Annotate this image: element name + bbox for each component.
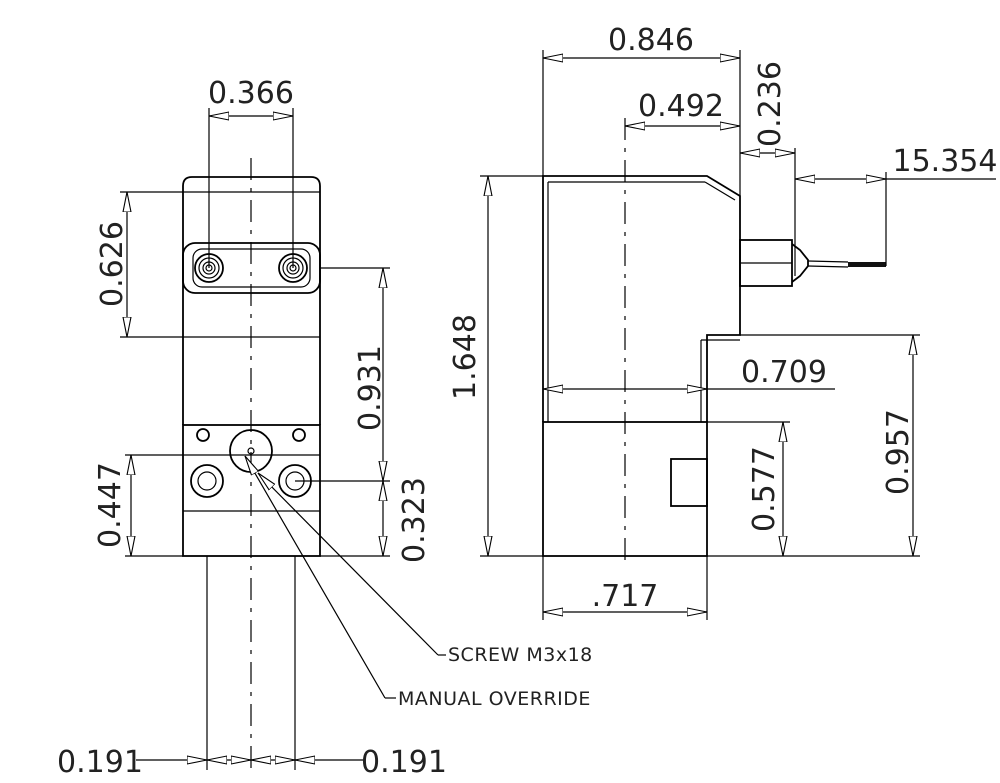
dim-side-fitting-width: 0.236 — [753, 61, 788, 147]
cable-strip — [848, 262, 886, 267]
dim-front-bottom-height: 0.447 — [93, 462, 128, 548]
callout-screw: SCREW M3x18 — [448, 644, 593, 666]
dim-side-wire-length: 15.354 — [893, 144, 998, 179]
dim-side-coil-height: 0.957 — [881, 409, 916, 495]
dim-side-center-offset: 0.492 — [638, 89, 724, 124]
dim-front-left-offset: 0.191 — [57, 745, 143, 780]
front-view: 0.366 0.626 0.931 0.447 0.323 0.191 0.19… — [57, 76, 593, 780]
dim-front-right-offset: 0.191 — [361, 745, 447, 780]
dim-side-total-height: 1.648 — [448, 314, 483, 400]
side-coil-housing — [542, 175, 741, 422]
port-hole-left — [190, 464, 224, 498]
dim-side-total-width: 0.846 — [608, 23, 694, 58]
callout-manual-override: MANUAL OVERRIDE — [398, 688, 591, 710]
dim-side-base-height: 0.577 — [747, 446, 782, 532]
dim-front-width: 0.366 — [208, 76, 294, 111]
side-view: 0.846 0.492 0.236 15.354 1.648 0.709 0.9… — [448, 23, 997, 620]
cable-gland — [791, 243, 809, 283]
dim-side-base-width: .717 — [592, 579, 659, 614]
dim-front-port-height: 0.931 — [353, 345, 388, 431]
dim-side-body-width: 0.709 — [741, 355, 827, 390]
dim-front-port-offset: 0.323 — [397, 477, 432, 563]
dim-front-top-height: 0.626 — [95, 221, 130, 307]
cable-wire — [807, 260, 849, 268]
